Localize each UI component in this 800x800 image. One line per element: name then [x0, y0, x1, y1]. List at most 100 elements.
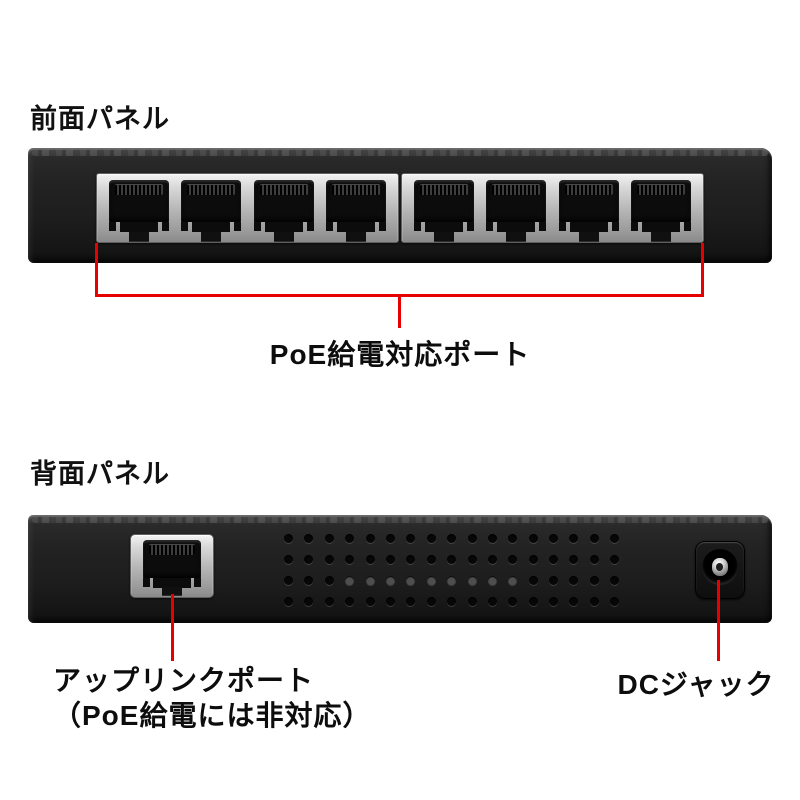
dc-jack-socket: [702, 549, 738, 585]
rj45-latch-left: [558, 222, 566, 231]
rj45-plug-slot: [569, 222, 608, 232]
rj45-latch-right: [306, 222, 314, 231]
rj45-plug-slot: [425, 222, 464, 232]
rj45-latch-left: [325, 222, 333, 231]
switch-front-chassis: [28, 148, 772, 263]
rj45-contacts: [187, 184, 236, 195]
vent-hole: [549, 555, 559, 564]
rj45-port: [109, 180, 170, 242]
rj45-port: [558, 180, 619, 242]
vent-hole: [324, 597, 334, 606]
rj45-contacts: [331, 184, 380, 195]
vent-hole: [406, 555, 416, 564]
vent-hole: [528, 555, 538, 564]
vent-hole: [365, 555, 375, 564]
vent-hole: [610, 597, 620, 606]
vent-hole: [304, 597, 314, 606]
rj45-latch-right: [611, 222, 619, 231]
vent-hole: [487, 534, 497, 543]
vent-hole: [528, 576, 538, 585]
vent-hole: [487, 576, 497, 585]
vent-hole: [610, 534, 620, 543]
rj45-port: [253, 180, 314, 242]
rj45-opening: [109, 180, 170, 222]
vent-hole: [467, 576, 477, 585]
vent-hole: [467, 555, 477, 564]
vent-hole: [589, 576, 599, 585]
vent-hole: [345, 534, 355, 543]
rj45-clip-slot: [273, 232, 294, 242]
rj45-latch-right: [539, 222, 547, 231]
poe-bracket-left-line: [95, 243, 98, 297]
rj45-port: [486, 180, 547, 242]
dc-jack-caption: DCジャック: [617, 669, 775, 700]
rj45-latch-left: [109, 222, 117, 231]
rj45-plug-slot: [192, 222, 231, 232]
rj45-clip-slot: [578, 232, 599, 242]
uplink-port: [130, 534, 214, 598]
rj45-latch-left: [143, 578, 150, 587]
rj45-port: [143, 540, 201, 596]
rj45-opening: [325, 180, 386, 222]
vent-hole: [528, 597, 538, 606]
vent-hole: [324, 555, 334, 564]
rj45-contacts: [564, 184, 613, 195]
rj45-port: [630, 180, 691, 242]
rj45-opening: [143, 540, 201, 578]
rj45-latch-left: [486, 222, 494, 231]
dc-jack-pin-hole: [716, 563, 723, 571]
vent-hole: [447, 597, 457, 606]
uplink-port-caption: アップリンクポート （PoE給電には非対応）: [53, 663, 371, 733]
rj45-opening: [253, 180, 314, 222]
vent-hole: [345, 576, 355, 585]
rj45-opening: [486, 180, 547, 222]
rj45-contacts: [492, 184, 541, 195]
dc-jack-pointer-line: [717, 580, 720, 661]
vent-hole: [324, 576, 334, 585]
vent-hole: [589, 534, 599, 543]
uplink-caption-line1: アップリンクポート: [53, 665, 315, 696]
rj45-latch-right: [194, 578, 201, 587]
vent-hole: [385, 534, 395, 543]
vent-hole: [549, 534, 559, 543]
vent-hole: [406, 576, 416, 585]
uplink-caption-line2: （PoE給電には非対応）: [53, 700, 372, 731]
rj45-clip-slot: [434, 232, 455, 242]
vent-hole: [324, 534, 334, 543]
rj45-latch-right: [467, 222, 475, 231]
rj45-plug-slot: [641, 222, 680, 232]
vent-hole: [508, 555, 518, 564]
vent-hole: [569, 576, 579, 585]
vent-hole: [426, 555, 436, 564]
vent-hole: [447, 534, 457, 543]
vent-hole: [589, 555, 599, 564]
rj45-plug-slot: [120, 222, 159, 232]
poe-port-group-1: [96, 173, 399, 243]
rj45-opening: [558, 180, 619, 222]
vent-hole: [610, 576, 620, 585]
vent-hole: [528, 534, 538, 543]
switch-rear-chassis: [28, 515, 772, 623]
rj45-latch-right: [683, 222, 691, 231]
vent-hole: [508, 597, 518, 606]
vent-hole: [304, 555, 314, 564]
vent-hole: [365, 597, 375, 606]
vent-hole: [549, 576, 559, 585]
vent-hole: [284, 534, 293, 543]
vent-hole: [284, 576, 293, 585]
rj45-plug-slot: [264, 222, 303, 232]
rj45-port: [181, 180, 242, 242]
rj45-latch-right: [378, 222, 386, 231]
vent-hole: [610, 555, 620, 564]
vent-hole: [487, 597, 497, 606]
vent-hole: [589, 597, 599, 606]
rj45-plug-slot: [153, 578, 191, 588]
vent-hole: [345, 597, 355, 606]
rj45-clip-slot: [650, 232, 671, 242]
uplink-pointer-line: [171, 594, 174, 661]
rj45-clip-slot: [345, 232, 366, 242]
vent-hole: [385, 576, 395, 585]
vent-hole: [385, 555, 395, 564]
rj45-clip-slot: [162, 587, 182, 596]
rj45-contacts: [636, 184, 685, 195]
